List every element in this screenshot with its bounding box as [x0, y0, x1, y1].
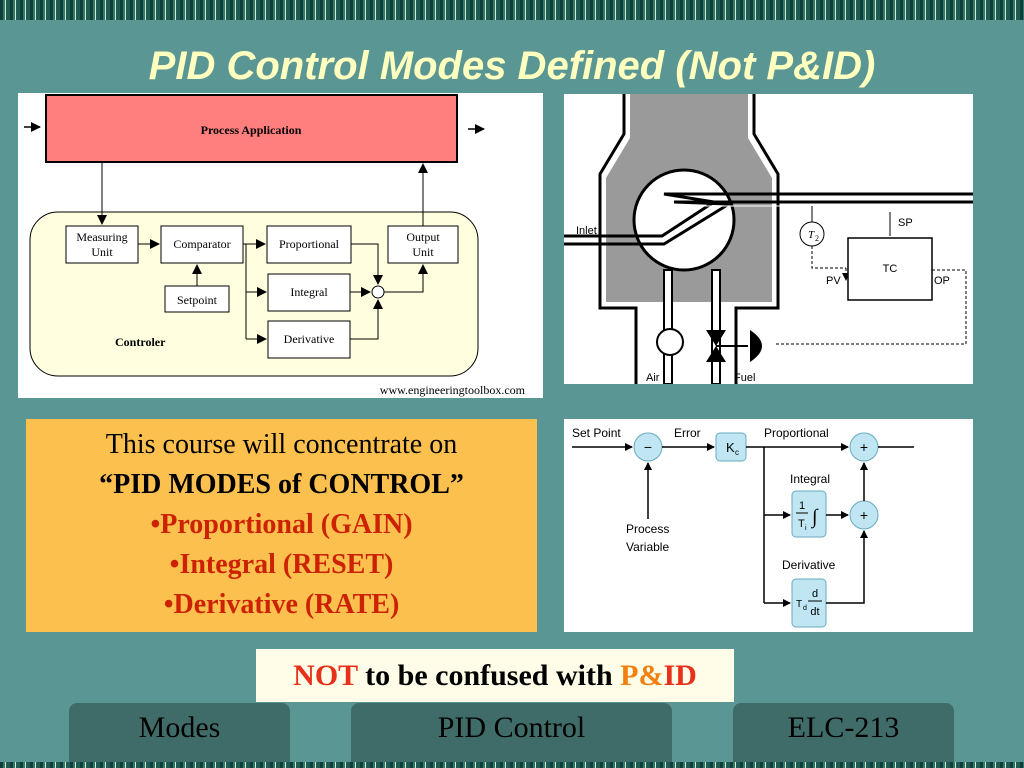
summing-junction [371, 285, 385, 299]
t2-sub: 2 [815, 234, 819, 243]
sp-label: SP [898, 217, 913, 229]
plus-sign-2: + [860, 507, 868, 523]
controler-label: Controler [115, 335, 166, 349]
process-diagram: Inlet Air Fuel T 2 TC SP PV OP [564, 94, 973, 384]
output-unit-label-2: Unit [412, 245, 434, 259]
footer-modes-tab: Modes [69, 703, 290, 765]
bullet-integral: •Integral (RESET) [169, 549, 394, 580]
course-line-1: This course will concentrate on [105, 429, 458, 460]
derivative-path-label: Derivative [782, 558, 836, 572]
ti-label: T [798, 518, 805, 530]
kc-label: K [726, 440, 735, 455]
integral-block [267, 273, 351, 312]
derivative-denominator: dt [810, 606, 819, 618]
credit-text: www.engineeringtoolbox.com [380, 383, 526, 397]
plus-sign-1: + [860, 439, 868, 455]
tc-label: TC [883, 263, 898, 275]
kc-sub: c [735, 448, 739, 457]
footer-course-tab: ELC-213 [733, 703, 954, 765]
output-unit-label-1: Output [406, 230, 440, 244]
integral-term-block [791, 490, 827, 538]
process-variable-label-2: Variable [626, 540, 669, 554]
bullet-derivative: •Derivative (RATE) [163, 589, 400, 620]
comparator-block [160, 225, 244, 264]
pv-label: PV [826, 275, 841, 287]
t2-label: T [808, 229, 815, 241]
controller-diagram: Process Application Measuring Unit Compa… [18, 93, 543, 398]
air-label: Air [646, 372, 660, 384]
setpoint-label: Setpoint [177, 293, 218, 307]
callout-middle-text: to be confused with [357, 659, 621, 692]
air-valve [656, 328, 684, 356]
td-label: T [796, 599, 802, 610]
comparator-label: Comparator [173, 237, 230, 251]
fuel-label: Fuel [734, 372, 755, 384]
integral-sign: ∫ [810, 506, 819, 529]
course-focus-box: This course will concentrate on “PID MOD… [26, 419, 537, 632]
controller-area [29, 211, 479, 377]
error-label: Error [674, 426, 701, 440]
td-sub: d [803, 605, 807, 612]
proportional-path-label: Proportional [764, 426, 829, 440]
footer-pid-control-tab: PID Control [351, 703, 672, 765]
course-line-2: “PID MODES of CONTROL” [99, 469, 464, 500]
set-point-label: Set Point [572, 426, 621, 440]
inlet-label: Inlet [576, 225, 597, 237]
decorative-bottom-strip [0, 762, 1024, 768]
measuring-unit-label-1: Measuring [76, 230, 127, 244]
derivative-label: Derivative [284, 332, 335, 346]
proportional-label: Proportional [279, 237, 340, 251]
process-variable-label-1: Process [626, 522, 669, 536]
ti-sub: i [805, 525, 807, 532]
pid-block-diagram: Set Point Error Proportional − Process V… [564, 419, 973, 632]
measuring-unit-label-2: Unit [91, 245, 113, 259]
not-word: NOT [293, 659, 358, 692]
pid-word-p: P& [620, 659, 664, 692]
op-label: OP [934, 275, 950, 287]
integral-label: Integral [290, 285, 328, 299]
not-pandid-callout: NOT to be confused with P&ID [256, 649, 734, 702]
decorative-top-strip [0, 0, 1024, 20]
integral-numerator: 1 [799, 500, 805, 512]
slide-title: PID Control Modes Defined (Not P&ID) [148, 44, 876, 88]
integral-path-label: Integral [790, 472, 830, 486]
measuring-unit-block [65, 225, 139, 264]
bullet-proportional: •Proportional (GAIN) [150, 509, 413, 540]
derivative-numerator: d [812, 588, 818, 600]
process-application-block [45, 94, 458, 163]
tc-controller [847, 237, 933, 301]
pid-word-id: ID [663, 659, 697, 692]
minus-sign: − [644, 439, 652, 455]
process-application-label: Process Application [201, 123, 302, 137]
